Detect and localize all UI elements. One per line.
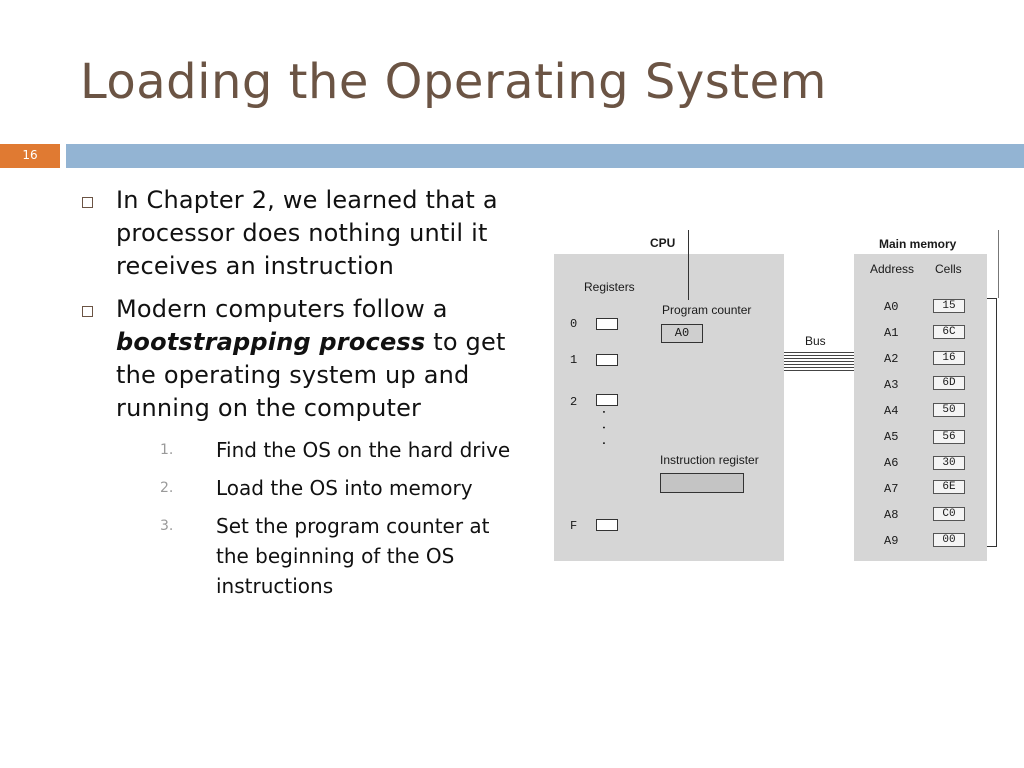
memory-cell: C0 xyxy=(933,507,965,521)
registers-label: Registers xyxy=(584,280,635,294)
cpu-box xyxy=(554,254,784,561)
slide-number: 16 xyxy=(0,144,60,168)
bus-lines xyxy=(784,352,854,372)
memory-address: A0 xyxy=(884,300,899,314)
bracket-top xyxy=(987,298,997,299)
main-memory-label: Main memory xyxy=(879,237,957,251)
memory-box xyxy=(854,254,987,561)
bullet-text-end: to get the operating system up and runni… xyxy=(116,328,506,422)
register-box xyxy=(596,318,618,330)
register-box xyxy=(596,519,618,531)
memory-cell: 50 xyxy=(933,403,965,417)
bullet-text: Modern computers follow a bootstrapping … xyxy=(116,295,506,422)
memory-address: A8 xyxy=(884,508,899,522)
memory-cell: 6C xyxy=(933,325,965,339)
bullet-item: In Chapter 2, we learned that a processo… xyxy=(78,184,528,283)
cpu-pointer-line xyxy=(688,230,689,300)
list-text: Set the program counter at the beginning… xyxy=(216,514,490,598)
bullet-text-start: Modern computers follow a xyxy=(116,295,448,323)
memory-address: A1 xyxy=(884,326,899,340)
cpu-label: CPU xyxy=(650,236,676,250)
cells-header: Cells xyxy=(935,262,962,276)
memory-address: A4 xyxy=(884,404,899,418)
list-number: 3. xyxy=(160,518,174,534)
memory-side-line xyxy=(998,230,999,298)
memory-cell: 16 xyxy=(933,351,965,365)
memory-address: A9 xyxy=(884,534,899,548)
slide-title: Loading the Operating System xyxy=(80,54,827,110)
list-item: 3. Set the program counter at the beginn… xyxy=(116,511,528,601)
address-header: Address xyxy=(870,262,915,276)
program-counter-value: A0 xyxy=(661,324,703,343)
memory-cell: 15 xyxy=(933,299,965,313)
program-counter-label: Program counter xyxy=(662,303,752,317)
memory-address: A2 xyxy=(884,352,899,366)
bullet-list: In Chapter 2, we learned that a processo… xyxy=(78,184,528,611)
emphasis-term: bootstrapping process xyxy=(116,328,426,356)
memory-cell: 30 xyxy=(933,456,965,470)
bus-label: Bus xyxy=(805,334,826,348)
square-bullet-icon xyxy=(82,197,93,208)
memory-cell: 00 xyxy=(933,533,965,547)
memory-address: A7 xyxy=(884,482,899,496)
memory-address: A6 xyxy=(884,456,899,470)
memory-cell: 6E xyxy=(933,480,965,494)
register-box xyxy=(596,394,618,406)
memory-address: A3 xyxy=(884,378,899,392)
instruction-register-box xyxy=(660,473,744,493)
bracket-bottom xyxy=(987,546,997,547)
register-box xyxy=(596,354,618,366)
bracket-right xyxy=(996,298,997,546)
register-id: 1 xyxy=(570,353,578,367)
list-item: 1. Find the OS on the hard drive xyxy=(116,435,528,465)
list-text: Find the OS on the hard drive xyxy=(216,438,511,462)
list-number: 2. xyxy=(160,480,174,496)
memory-cell: 56 xyxy=(933,430,965,444)
cpu-memory-diagram: CPU Registers 0 1 2 . . . F Program coun… xyxy=(554,230,1002,562)
square-bullet-icon xyxy=(82,306,93,317)
list-item: 2. Load the OS into memory xyxy=(116,473,528,503)
list-text: Load the OS into memory xyxy=(216,476,473,500)
bullet-text: In Chapter 2, we learned that a processo… xyxy=(116,186,498,280)
register-id: F xyxy=(570,519,578,533)
memory-address: A5 xyxy=(884,430,899,444)
register-id: 0 xyxy=(570,317,578,331)
list-number: 1. xyxy=(160,442,174,458)
numbered-list: 1. Find the OS on the hard drive 2. Load… xyxy=(116,435,528,601)
bullet-item: Modern computers follow a bootstrapping … xyxy=(78,293,528,601)
memory-cell: 6D xyxy=(933,376,965,390)
title-band xyxy=(66,144,1024,168)
instruction-register-label: Instruction register xyxy=(660,453,759,467)
register-id: 2 xyxy=(570,395,578,409)
ellipsis-dots: . . . xyxy=(599,408,614,448)
